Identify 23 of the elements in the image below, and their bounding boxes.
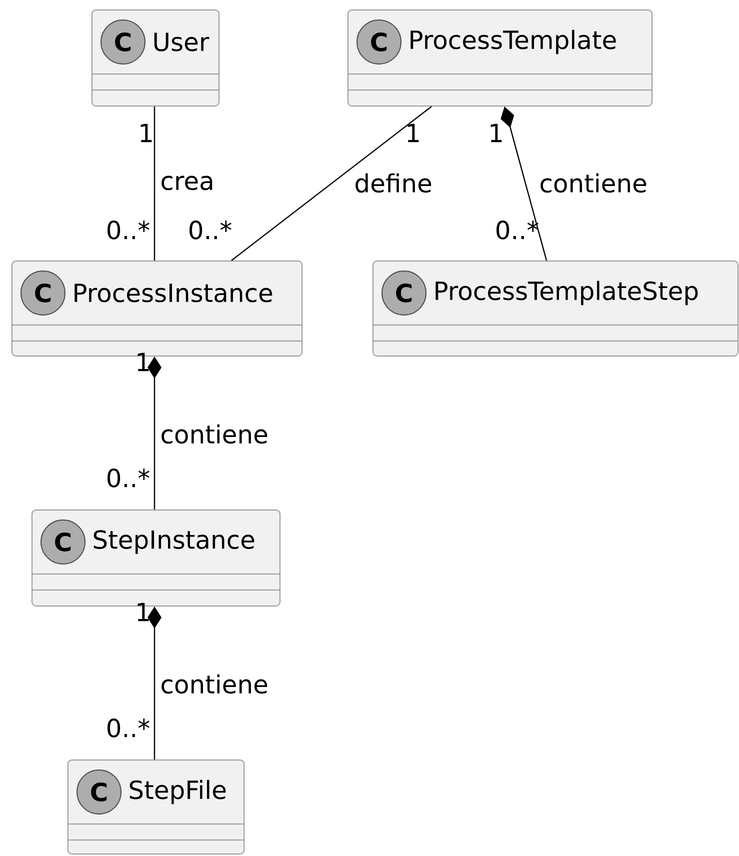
- multiplicity-label: 1: [138, 602, 149, 622]
- class-name: StepFile: [130, 780, 226, 804]
- class-name: User: [154, 32, 210, 52]
- class-name: ProcessTemplateStep: [436, 280, 698, 306]
- multiplicity-label: 0..*: [108, 220, 150, 240]
- class-name: StepInstance: [94, 530, 254, 554]
- multiplicity-label: 1: [490, 124, 502, 142]
- multiplicity-label: 0..*: [190, 220, 232, 240]
- edge-label: contiene: [159, 423, 270, 445]
- association-line: [154, 106, 156, 260]
- edge-label: define: [353, 172, 434, 194]
- association-line: [231, 106, 432, 261]
- multiplicity-label: 1: [138, 352, 149, 372]
- multiplicity-label: 1: [408, 124, 419, 142]
- edge-label: crea: [159, 174, 216, 192]
- multiplicity-label: 0..*: [108, 718, 150, 738]
- class-name: ProcessInstance: [74, 284, 272, 302]
- class-name: ProcessTemplate: [410, 30, 616, 54]
- edge-label: contiene: [538, 172, 648, 194]
- multiplicity-label: 0..*: [496, 220, 538, 240]
- multiplicity-label: 0..*: [108, 468, 150, 488]
- multiplicity-label: 1: [140, 124, 152, 142]
- edge-label: contiene: [159, 673, 270, 695]
